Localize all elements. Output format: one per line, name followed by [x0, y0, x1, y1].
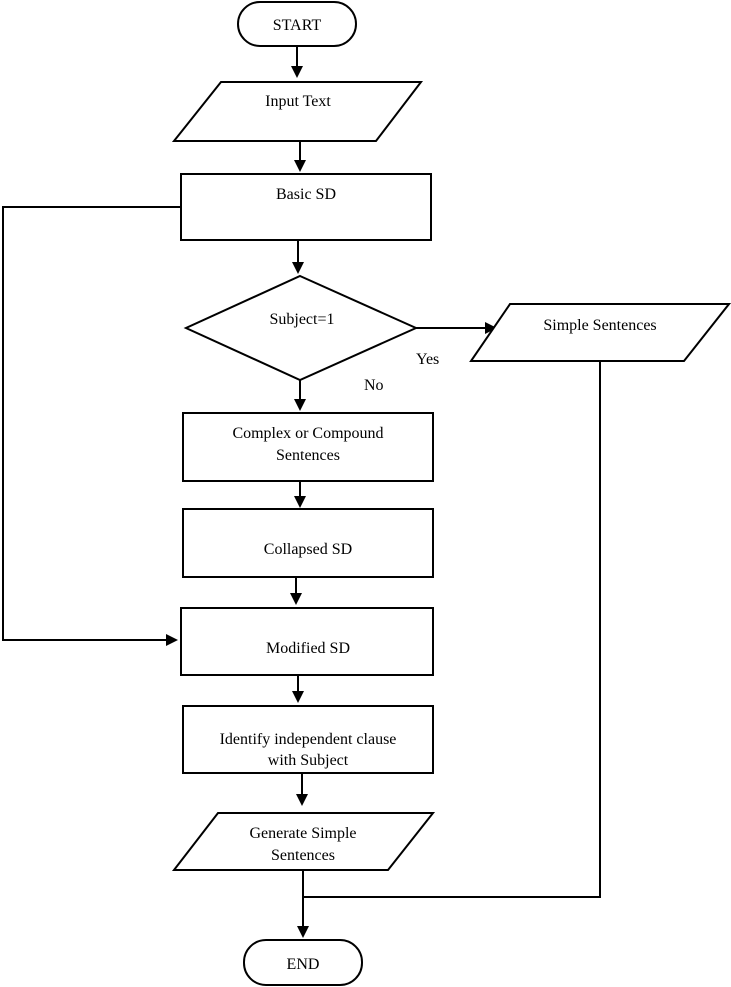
- input-text-label: Input Text: [265, 93, 331, 110]
- start-label: START: [273, 17, 322, 34]
- complex-compound-line-1: Complex or Compound: [232, 425, 383, 442]
- arrow-decision-no: [294, 380, 306, 411]
- basic-sd-node: Basic SD: [180, 173, 432, 241]
- arrow-modified-to-identify: [292, 675, 304, 703]
- arrow-input-to-basic-sd: [294, 141, 306, 172]
- no-label: No: [364, 377, 384, 394]
- simple-sentences-label: Simple Sentences: [543, 317, 656, 334]
- identify-clause-node: Identify independent clause with Subject: [182, 705, 434, 774]
- arrow-basic-sd-to-decision: [292, 240, 304, 274]
- simple-sentences-node: Simple Sentences: [469, 303, 731, 362]
- modified-sd-node: Modified SD: [180, 607, 434, 676]
- modified-sd-label: Modified SD: [266, 640, 350, 657]
- collapsed-sd-node: Collapsed SD: [182, 508, 434, 578]
- arrow-decision-yes: [416, 322, 497, 334]
- decision-label: Subject=1: [269, 311, 334, 328]
- decision-subject-node: Subject=1: [183, 274, 419, 382]
- generate-simple-line-1: Generate Simple: [249, 825, 356, 842]
- arrow-generate-to-end: [297, 870, 309, 938]
- generate-simple-node: Generate Simple Sentences: [171, 812, 436, 871]
- arrow-complex-to-collapsed: [294, 481, 306, 508]
- collapsed-sd-label: Collapsed SD: [264, 541, 352, 558]
- identify-clause-line-2: with Subject: [268, 752, 349, 769]
- arrow-collapsed-to-modified: [290, 577, 302, 605]
- arrow-start-to-input: [291, 46, 303, 78]
- start-terminator: START: [237, 1, 357, 47]
- end-label: END: [287, 956, 320, 973]
- generate-simple-line-2: Sentences: [271, 847, 335, 864]
- yes-label: Yes: [416, 351, 439, 368]
- connector-basic-sd-to-modified-sd: [2, 206, 181, 646]
- complex-compound-node: Complex or Compound Sentences: [182, 412, 434, 482]
- complex-compound-line-2: Sentences: [276, 447, 340, 464]
- input-text-node: Input Text: [171, 81, 424, 142]
- connector-simple-sentences-to-end: [303, 361, 601, 898]
- identify-clause-line-1: Identify independent clause: [220, 731, 397, 748]
- basic-sd-label: Basic SD: [276, 186, 336, 203]
- end-terminator: END: [243, 939, 363, 986]
- arrow-identify-to-generate: [296, 773, 308, 806]
